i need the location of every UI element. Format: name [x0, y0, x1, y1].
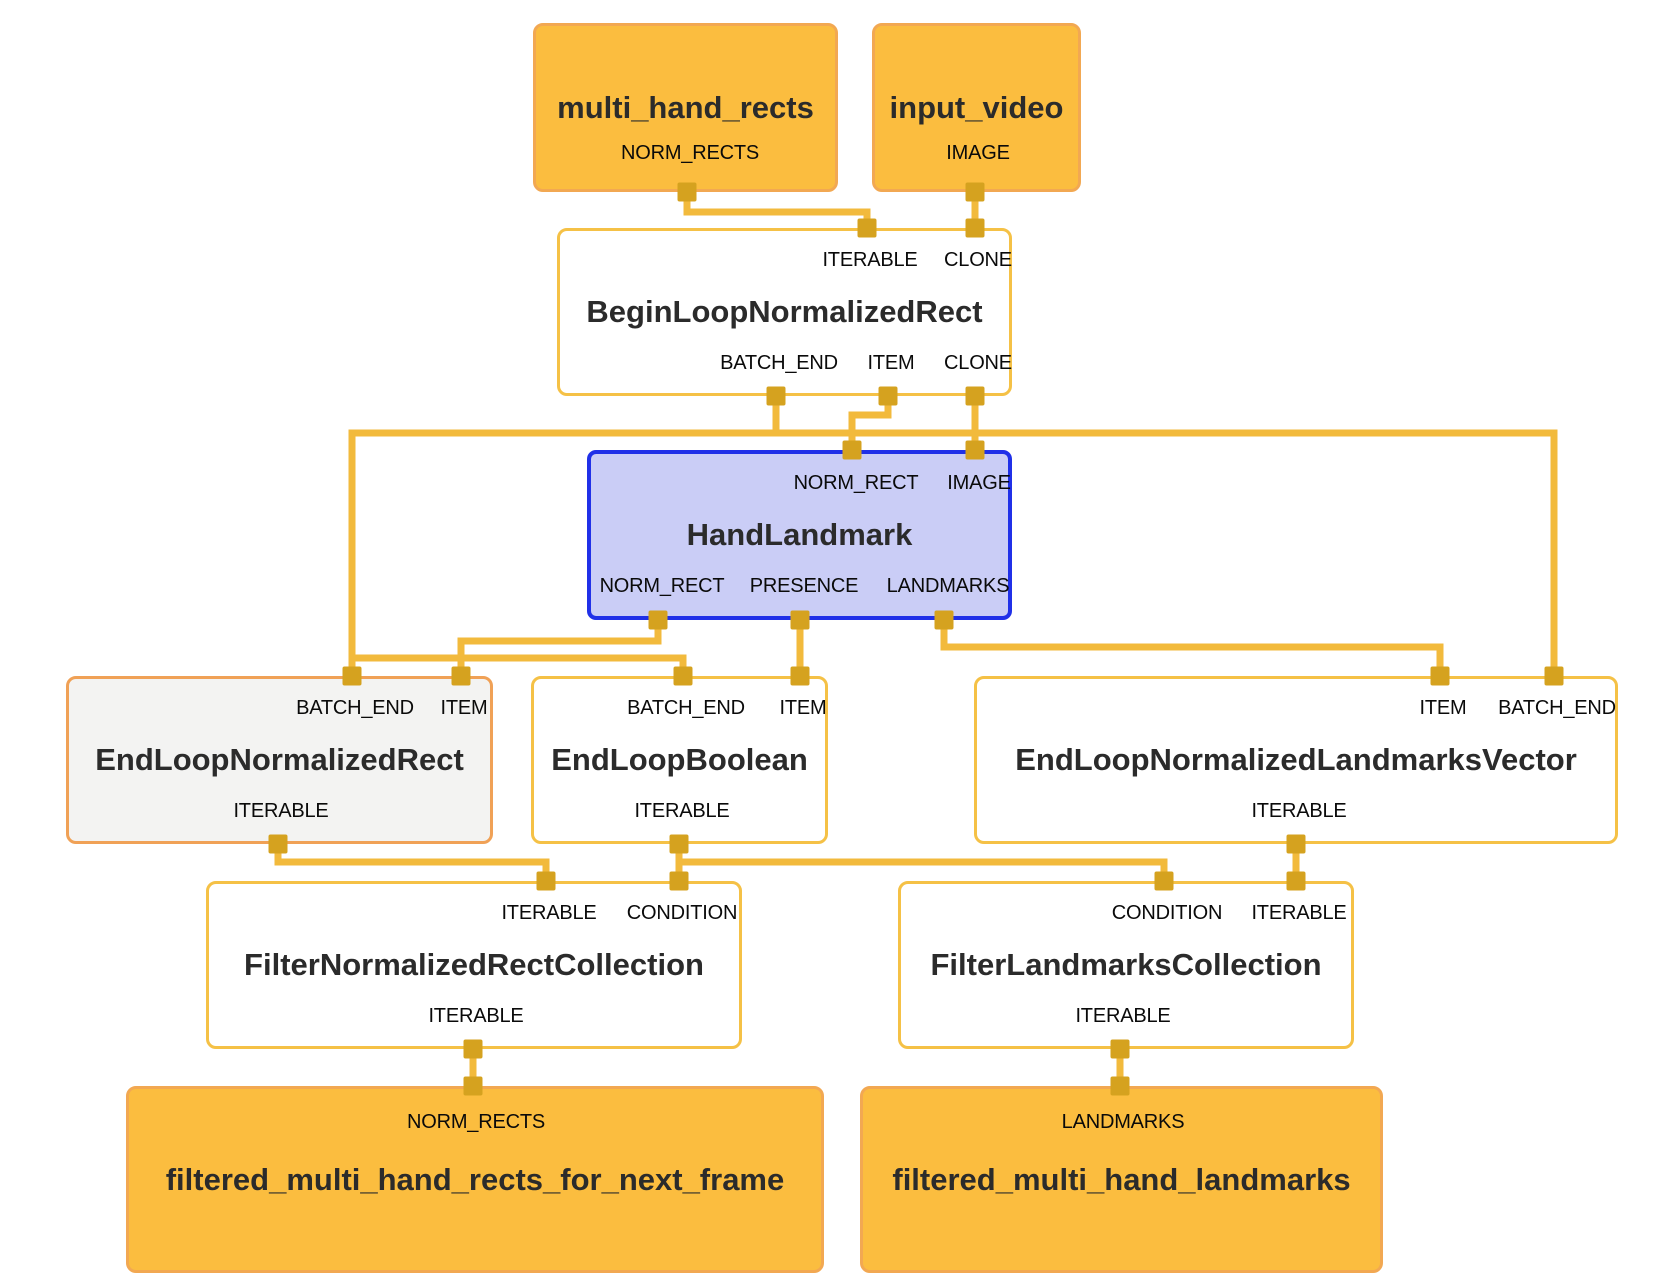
node-title: filtered_multi_hand_landmarks	[892, 1161, 1351, 1197]
port-label-presence: PRESENCE	[749, 575, 859, 597]
port-label-item: ITEM	[867, 352, 915, 374]
edge-beginloopnormalizedrect-batch-end-endloopboolean-batch-end	[348, 654, 687, 680]
edge-endloopnormalizedrect-iterable-filternormalizedrectcollection-iterable	[274, 840, 550, 885]
node-filternormalizedrectcollection[interactable]: ITERABLE CONDITION ITERABLE FilterNormalize…	[206, 881, 742, 1049]
port-label-item: ITEM	[779, 697, 827, 719]
node-title: FilterNormalizedRectCollection	[244, 947, 704, 982]
node-input-video[interactable]: IMAGE input_video	[872, 23, 1081, 192]
node-endloopboolean[interactable]: BATCH_END ITEM ITERABLE EndLoopBoolean	[531, 676, 828, 844]
node-title: multi_hand_rects	[557, 89, 814, 125]
port-label-iterable: ITERABLE	[428, 1005, 524, 1027]
port-label-norm-rects: NORM_RECTS	[406, 1111, 546, 1133]
node-filtered-multi-hand-landmarks[interactable]: LANDMARKS filtered_multi_hand_landmarks	[860, 1086, 1383, 1273]
port-label-item: ITEM	[1419, 697, 1467, 719]
port-label-condition: CONDITION	[626, 902, 738, 924]
edge-handlandmark-norm-rect-endloopnormalizedrect-item	[457, 616, 662, 680]
node-endloopnormalizedlandmarksvector[interactable]: ITEM BATCH_END ITERABLE EndLoopNormalizedLa…	[974, 676, 1618, 844]
port-label-norm-rect: NORM_RECT	[599, 575, 725, 597]
port-label-item: ITEM	[440, 697, 488, 719]
port-label-batch-end: BATCH_END	[720, 352, 838, 374]
port-label-clone: CLONE	[944, 249, 1012, 271]
edge-multi-hand-rects-norm-rects-beginloopnormalizedrect-iterable	[683, 188, 871, 232]
port-label-condition: CONDITION	[1111, 902, 1223, 924]
node-title: input_video	[889, 89, 1064, 125]
node-title: BeginLoopNormalizedRect	[586, 294, 983, 329]
port-label-batch-end: BATCH_END	[1498, 697, 1616, 719]
edge-endloopboolean-iterable-filterlandmarkscollection-condition	[675, 858, 1168, 885]
node-title: EndLoopNormalizedRect	[95, 742, 464, 777]
port-label-iterable: ITERABLE	[1075, 1005, 1171, 1027]
edge-handlandmark-landmarks-endloopnormalizedlandmarksvector-item	[940, 616, 1444, 680]
port-label-batch-end: BATCH_END	[627, 697, 745, 719]
port-label-iterable: ITERABLE	[233, 800, 329, 822]
node-multi-hand-rects[interactable]: NORM_RECTS multi_hand_rects	[533, 23, 838, 192]
node-title: HandLandmark	[686, 517, 913, 552]
port-label-clone: CLONE	[944, 352, 1012, 374]
port-label-batch-end: BATCH_END	[296, 697, 414, 719]
port-label-iterable: ITERABLE	[501, 902, 597, 924]
node-endloopnormalizedrect[interactable]: BATCH_END ITEM ITERABLE EndLoopNormalizedRe…	[66, 676, 493, 844]
node-title: EndLoopNormalizedLandmarksVector	[1015, 742, 1577, 777]
port-label-iterable: ITERABLE	[822, 249, 918, 271]
port-label-landmarks: LANDMARKS	[886, 575, 1010, 597]
node-title: EndLoopBoolean	[551, 742, 808, 777]
node-title: FilterLandmarksCollection	[930, 947, 1322, 982]
port-label-image: IMAGE	[946, 142, 1010, 164]
port-label-landmarks: LANDMARKS	[1061, 1111, 1185, 1133]
node-beginloopnormalizedrect[interactable]: ITERABLE CLONE BATCH_END ITEM CLONE BeginLoop…	[557, 228, 1012, 396]
port-label-image: IMAGE	[947, 472, 1011, 494]
port-label-norm-rects: NORM_RECTS	[620, 142, 760, 164]
edge-beginloopnormalizedrect-item-handlandmark-norm-rect	[848, 392, 892, 454]
node-filterlandmarkscollection[interactable]: CONDITION ITERABLE ITERABLE FilterLandmarks…	[898, 881, 1354, 1049]
port-label-norm-rect: NORM_RECT	[793, 472, 919, 494]
port-label-iterable: ITERABLE	[1251, 800, 1347, 822]
node-handlandmark[interactable]: NORM_RECT IMAGE NORM_RECT PRESENCE LANDMARKS…	[587, 450, 1012, 620]
node-filtered-multi-hand-rects-for-next-frame[interactable]: NORM_RECTS filtered_multi_hand_rects_for_…	[126, 1086, 824, 1273]
port-label-iterable: ITERABLE	[1251, 902, 1347, 924]
port-label-iterable: ITERABLE	[634, 800, 730, 822]
node-title: filtered_multi_hand_rects_for_next_frame	[165, 1161, 785, 1197]
